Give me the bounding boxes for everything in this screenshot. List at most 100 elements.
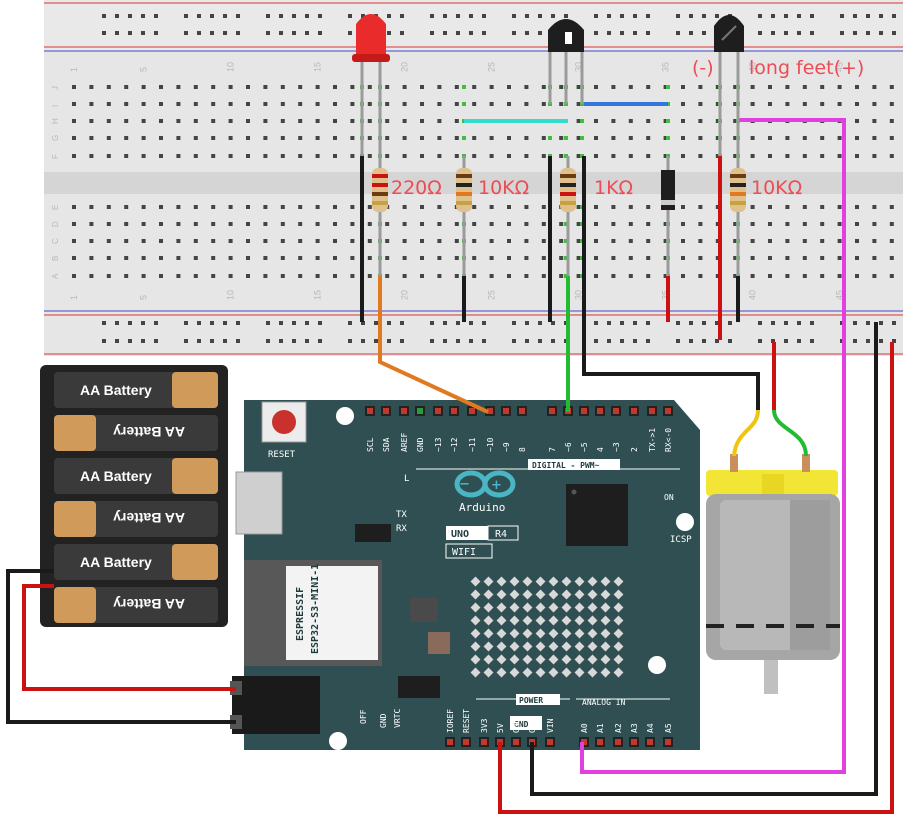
- breadboard-hole: [837, 256, 842, 260]
- breadboard-hole: [176, 85, 181, 89]
- breadboard-hole: [124, 154, 129, 158]
- breadboard-hole: [106, 102, 111, 106]
- breadboard-hole: [298, 256, 303, 260]
- breadboard-hole: [280, 85, 285, 89]
- breadboard-hole: [141, 136, 146, 140]
- breadboard-hole: [385, 274, 390, 278]
- breadboard-hole: [681, 274, 685, 278]
- breadboard-hole: [437, 85, 442, 89]
- breadboard-hole: [524, 274, 529, 278]
- matrix-led: [470, 602, 481, 613]
- breadboard-hole: [489, 102, 494, 106]
- power-rail-hole: [348, 339, 352, 343]
- breadboard-hole: [298, 85, 303, 89]
- breadboard-hole: [333, 274, 337, 278]
- breadboard-hole: [785, 256, 790, 260]
- breadboard-hole: [420, 222, 424, 226]
- breadboard-hole: [315, 136, 320, 140]
- breadboard-hole: [820, 102, 825, 106]
- breadboard-hole: [402, 222, 407, 226]
- breadboard-hole: [663, 274, 668, 278]
- breadboard-hole: [315, 154, 320, 158]
- breadboard-hole: [594, 136, 598, 140]
- breadboard-hole: [872, 222, 877, 226]
- pwm-pin10-wire: [378, 276, 489, 414]
- breadboard-hole: [628, 119, 633, 123]
- matrix-led: [561, 615, 572, 626]
- breadboard-hole: [681, 256, 685, 260]
- motor-yellow-lead: [732, 409, 760, 457]
- connected-hole: [462, 85, 466, 89]
- breadboard-hole: [106, 154, 111, 158]
- digital-pin-label: ~5: [580, 442, 589, 452]
- power-rail-hole: [361, 14, 365, 18]
- breadboard-hole: [594, 256, 598, 260]
- resistor-1k-label: 1KΩ: [594, 177, 633, 199]
- module-model: ESP32-S3-MINI-1: [310, 564, 321, 654]
- power-rail-hole: [853, 31, 857, 35]
- breadboard-hole: [280, 239, 285, 243]
- breadboard-hole: [559, 239, 564, 243]
- breadboard-hole: [611, 85, 616, 89]
- breadboard-hole: [611, 205, 616, 209]
- column-number: 45: [835, 290, 845, 300]
- matrix-led: [470, 589, 481, 600]
- power-rail-hole: [512, 339, 516, 343]
- breadboard-hole: [89, 239, 94, 243]
- breadboard-hole: [768, 274, 772, 278]
- breadboard-hole: [246, 85, 250, 89]
- breadboard-hole: [385, 256, 390, 260]
- power-rail-hole: [607, 321, 611, 325]
- power-rail-hole: [279, 339, 283, 343]
- breadboard-hole: [280, 256, 285, 260]
- matrix-led: [496, 641, 507, 652]
- power-rail-hole: [184, 14, 188, 18]
- breadboard-hole: [420, 102, 424, 106]
- battery-cell: AA Battery: [54, 415, 218, 451]
- breadboard-hole: [733, 119, 738, 123]
- breadboard-hole: [855, 256, 859, 260]
- matrix-led: [496, 589, 507, 600]
- breadboard-hole: [663, 119, 668, 123]
- power-rail-hole: [387, 14, 391, 18]
- breadboard-hole: [837, 136, 842, 140]
- breadboard-hole: [889, 205, 894, 209]
- breadboard-hole: [837, 274, 842, 278]
- column-number: 15: [313, 290, 323, 300]
- reset-button[interactable]: [261, 401, 307, 443]
- breadboard-hole: [541, 274, 546, 278]
- breadboard-hole: [733, 154, 738, 158]
- battery-black-wire: [6, 569, 236, 724]
- breadboard-hole: [437, 154, 442, 158]
- matrix-led: [587, 654, 598, 665]
- breadboard-hole: [663, 222, 668, 226]
- connected-hole: [462, 102, 466, 106]
- breadboard-hole: [159, 85, 163, 89]
- breadboard-hole: [193, 222, 198, 226]
- breadboard-hole: [89, 205, 94, 209]
- breadboard-hole: [681, 222, 685, 226]
- led-l-label: L: [404, 474, 409, 484]
- breadboard-hole: [420, 136, 424, 140]
- breadboard-hole: [872, 136, 877, 140]
- power-rail-hole: [633, 31, 637, 35]
- power-rail-hole: [223, 14, 227, 18]
- power-rail-hole: [594, 321, 598, 325]
- breadboard-hole: [280, 136, 285, 140]
- digital-pin-label: ~13: [434, 437, 443, 452]
- power-rail-hole: [102, 339, 106, 343]
- power-rail-hole: [715, 339, 719, 343]
- power-rail-hole: [456, 321, 460, 325]
- power-rail-hole: [236, 339, 240, 343]
- breadboard-hole: [298, 154, 303, 158]
- breadboard-hole: [611, 256, 616, 260]
- breadboard-hole: [872, 102, 877, 106]
- breadboard-hole: [785, 205, 790, 209]
- matrix-led: [496, 615, 507, 626]
- breadboard-hole: [437, 205, 442, 209]
- header-pin: [631, 408, 637, 414]
- power-rail-hole: [866, 321, 870, 325]
- breadboard-hole: [750, 222, 755, 226]
- matrix-led: [587, 602, 598, 613]
